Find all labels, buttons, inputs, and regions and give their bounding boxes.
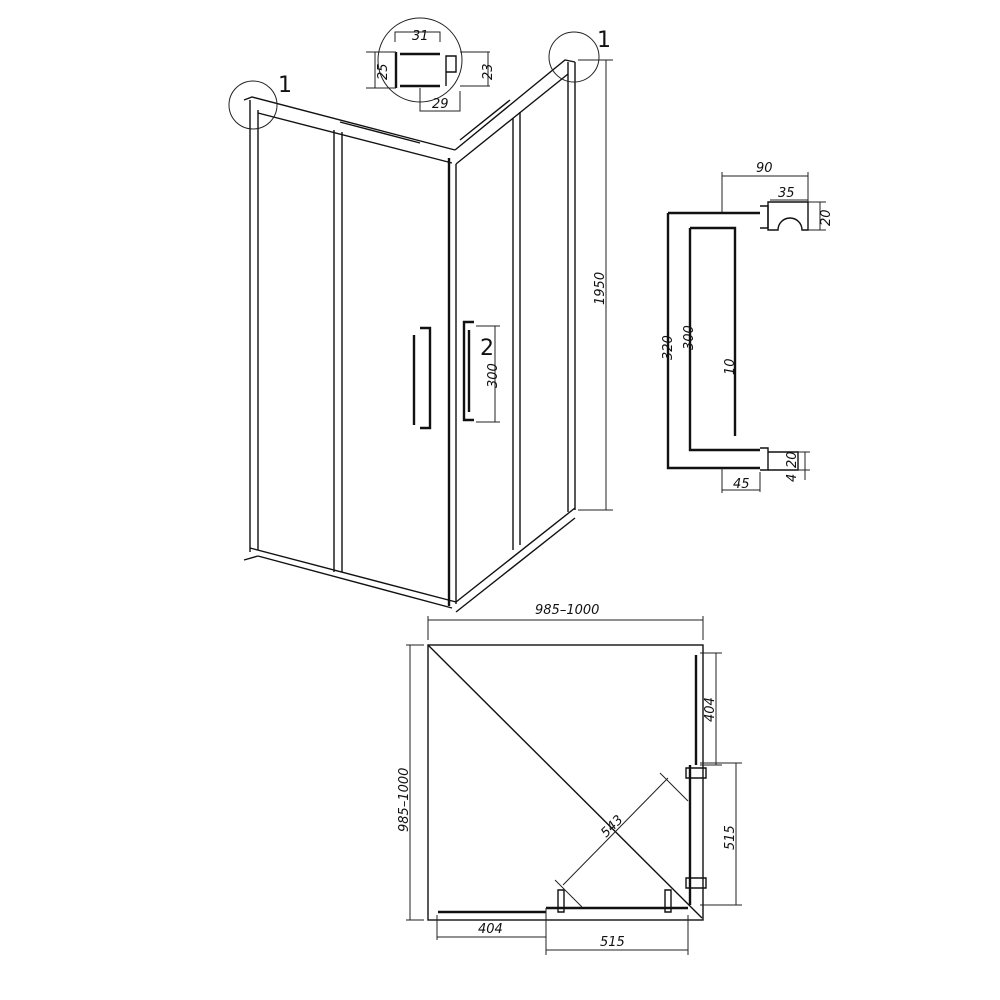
dim-handle-10: 10 (723, 358, 738, 375)
dim-handle-300: 300 (486, 363, 501, 388)
dim-height-1950: 1950 (593, 272, 608, 305)
dim-plan-515-bottom: 515 (600, 935, 625, 950)
dim-handle-20-bottom: 20 (785, 451, 800, 468)
dim-plan-515-right: 515 (723, 825, 738, 850)
callout-1-right: 1 (597, 28, 611, 53)
dim-handle-45: 45 (733, 477, 750, 492)
dim-profile-25: 25 (376, 63, 391, 80)
dim-plan-depth: 985–1000 (397, 768, 412, 832)
dim-profile-31: 31 (412, 29, 429, 44)
dim-profile-23: 23 (481, 63, 496, 80)
callout-1-left: 1 (278, 73, 292, 98)
plan-view: 985–1000 985–1000 404 515 543 404 515 (397, 603, 742, 955)
dim-handle-4: 4 (785, 474, 800, 482)
profile-detail: 31 25 23 29 (366, 17, 496, 112)
dim-profile-29: 29 (432, 97, 449, 112)
dim-handle-320: 320 (661, 335, 676, 360)
dim-handle-35: 35 (778, 186, 795, 201)
callout-2: 2 (480, 336, 494, 361)
dim-plan-404-right: 404 (703, 697, 718, 722)
dim-handle-300: 300 (682, 325, 697, 350)
dim-plan-543-diagonal: 543 (598, 813, 626, 841)
dim-plan-width: 985–1000 (535, 603, 599, 618)
dim-handle-20-top: 20 (819, 209, 834, 226)
handle-detail: 90 35 20 320 300 10 20 4 45 (661, 161, 834, 493)
dim-plan-404-bottom: 404 (478, 922, 503, 937)
enclosure-iso-view: 2 300 1950 1 1 (228, 28, 613, 613)
dim-handle-90: 90 (756, 161, 773, 176)
